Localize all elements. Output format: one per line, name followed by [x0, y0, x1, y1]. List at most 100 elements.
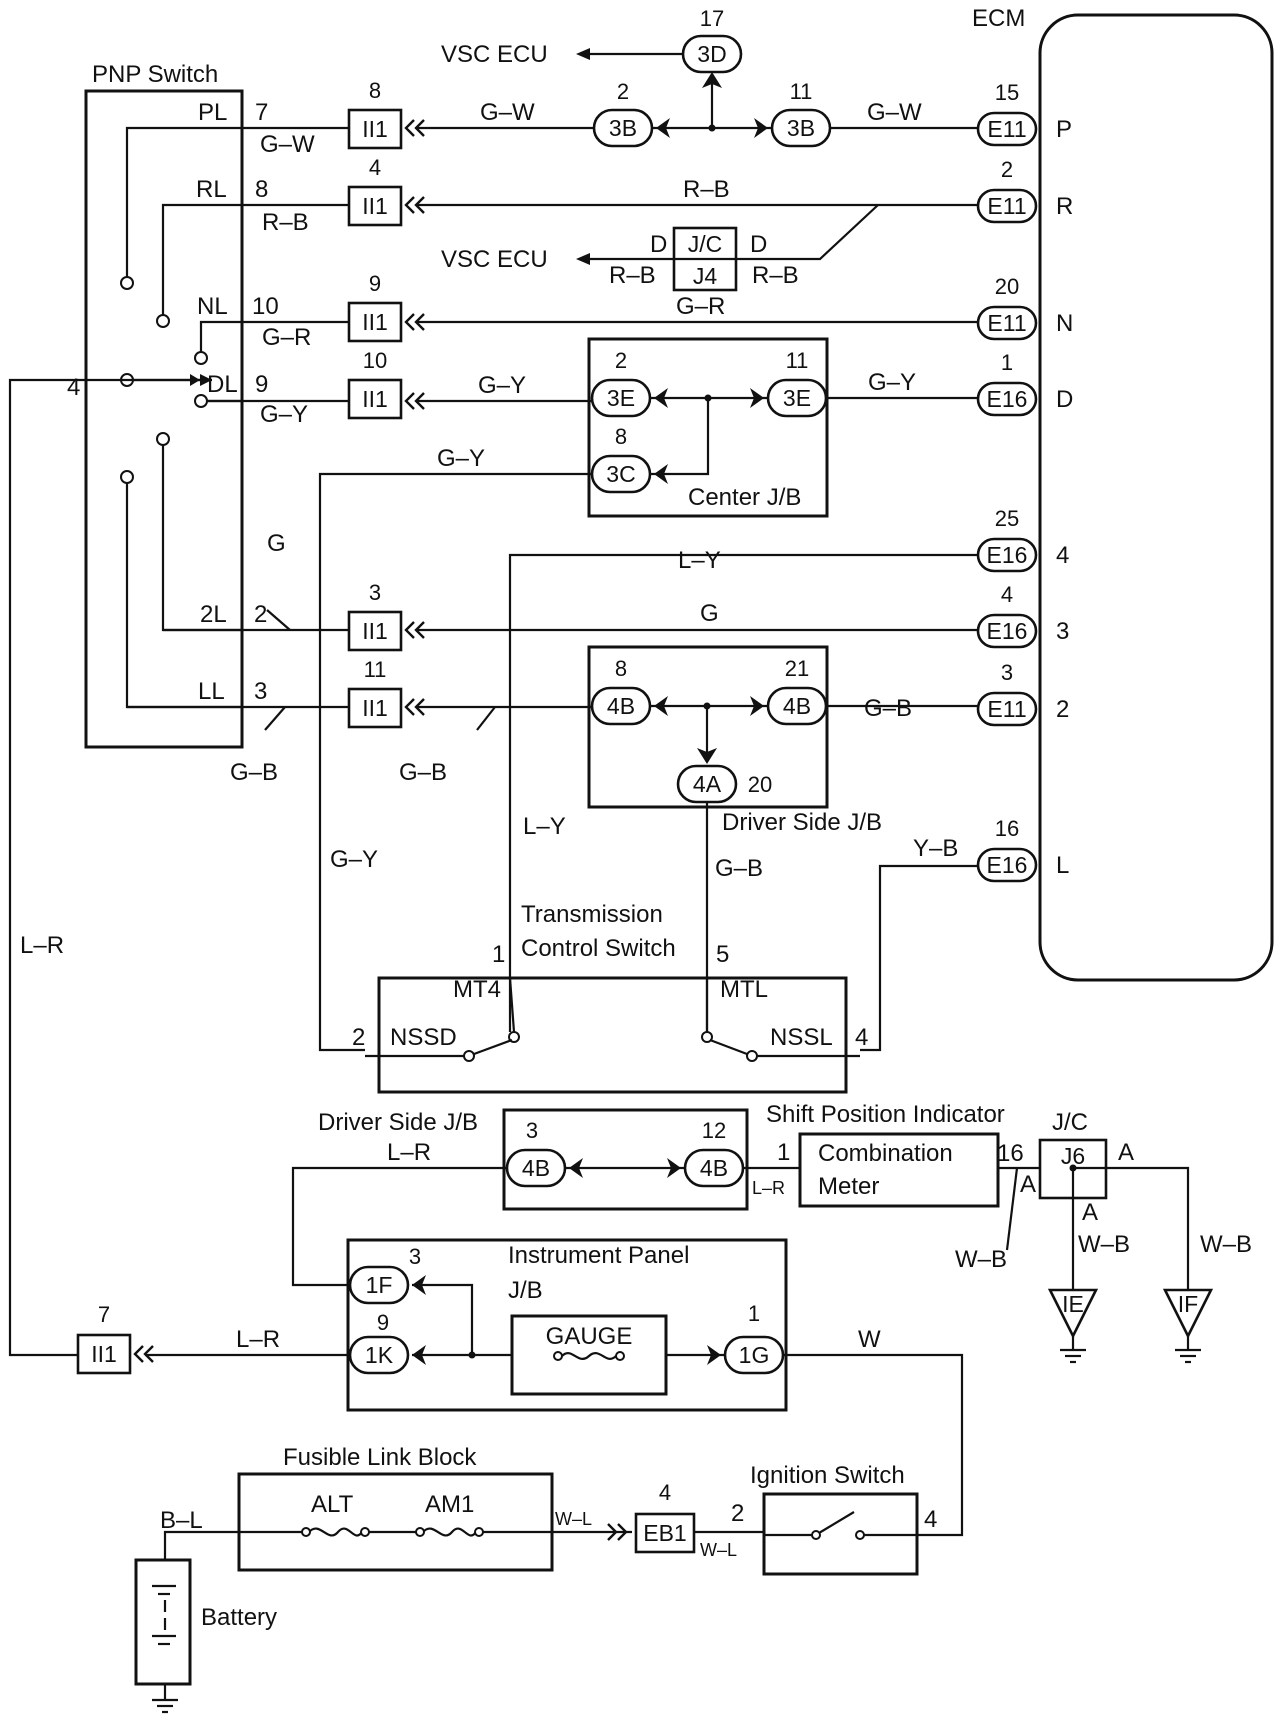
- svg-text:II1: II1: [362, 193, 388, 219]
- ground-if: IF: [1162, 1288, 1214, 1364]
- svg-text:10: 10: [363, 348, 387, 373]
- svg-text:E16: E16: [987, 852, 1028, 878]
- connector-j6: J6 A A A: [1020, 1138, 1134, 1226]
- svg-text:L–R: L–R: [752, 1178, 785, 1198]
- svg-text:G–R: G–R: [676, 293, 725, 320]
- svg-text:W–B: W–B: [1078, 1231, 1130, 1258]
- svg-text:2: 2: [352, 1024, 365, 1051]
- svg-text:11: 11: [786, 348, 809, 373]
- ii1-connector-4: II1 4: [347, 155, 403, 227]
- svg-text:3C: 3C: [606, 461, 635, 487]
- svg-text:R–B: R–B: [752, 262, 799, 289]
- svg-text:A: A: [1020, 1171, 1036, 1198]
- svg-text:Instrument Panel: Instrument Panel: [508, 1242, 689, 1269]
- svg-text:11: 11: [790, 79, 813, 104]
- svg-text:4: 4: [369, 155, 381, 180]
- svg-text:NSSL: NSSL: [770, 1024, 833, 1051]
- driver-side-jb-label-lower: Driver Side J/B: [318, 1109, 478, 1136]
- svg-text:15: 15: [995, 80, 1019, 105]
- svg-text:II1: II1: [362, 386, 388, 412]
- ecm-terminal-n: E11 20 N: [976, 274, 1073, 341]
- svg-text:W: W: [858, 1326, 881, 1353]
- ignition-switch: [762, 1492, 919, 1576]
- svg-text:4: 4: [1056, 542, 1069, 569]
- connector-3d: 3D 17: [681, 6, 743, 74]
- ii1-connector-7: II1 7: [76, 1302, 132, 1375]
- svg-text:12: 12: [702, 1118, 726, 1143]
- svg-text:J/C: J/C: [688, 231, 723, 257]
- svg-text:II1: II1: [362, 309, 388, 335]
- svg-text:E16: E16: [987, 542, 1028, 568]
- svg-text:4: 4: [855, 1024, 868, 1051]
- pnp-switch: PNP Switch PL RL NL DL 2L LL: [84, 61, 244, 749]
- ecm-terminal-4: E16 25 4: [976, 506, 1069, 573]
- svg-text:2L: 2L: [200, 601, 227, 628]
- pnp-switch-label: PNP Switch: [92, 61, 218, 88]
- svg-text:R–B: R–B: [262, 209, 309, 236]
- svg-text:5: 5: [716, 941, 729, 968]
- svg-text:Meter: Meter: [818, 1173, 879, 1200]
- svg-text:E16: E16: [987, 618, 1028, 644]
- svg-text:4: 4: [659, 1480, 671, 1505]
- svg-text:G–B: G–B: [715, 855, 763, 882]
- svg-text:L–R: L–R: [236, 1326, 280, 1353]
- svg-text:9: 9: [369, 271, 381, 296]
- jc-label: J/C: [1052, 1109, 1088, 1136]
- svg-text:1F: 1F: [366, 1272, 393, 1298]
- svg-text:G–B: G–B: [230, 759, 278, 786]
- svg-text:L–Y: L–Y: [523, 813, 566, 840]
- svg-text:4A: 4A: [693, 771, 722, 797]
- svg-text:W–B: W–B: [1200, 1231, 1252, 1258]
- svg-text:W–L: W–L: [555, 1509, 592, 1529]
- svg-text:D: D: [650, 231, 667, 258]
- svg-text:J/B: J/B: [508, 1277, 543, 1304]
- svg-text:9: 9: [255, 371, 268, 398]
- svg-text:20: 20: [748, 772, 772, 797]
- svg-text:NL: NL: [197, 293, 228, 320]
- svg-text:LL: LL: [198, 678, 225, 705]
- svg-text:17: 17: [700, 6, 724, 31]
- svg-text:1G: 1G: [739, 1342, 770, 1368]
- svg-text:4: 4: [1001, 582, 1013, 607]
- svg-text:G–Y: G–Y: [330, 846, 378, 873]
- svg-text:4B: 4B: [783, 693, 811, 719]
- svg-text:1: 1: [777, 1139, 790, 1166]
- svg-text:N: N: [1056, 310, 1073, 337]
- svg-text:8: 8: [255, 176, 268, 203]
- svg-text:D: D: [750, 231, 767, 258]
- vsc-ecu-label-top: VSC ECU: [441, 41, 548, 68]
- svg-text:4: 4: [67, 374, 80, 401]
- svg-text:1: 1: [492, 941, 505, 968]
- ii1-connector-3: II1 3: [347, 580, 403, 652]
- svg-text:25: 25: [995, 506, 1019, 531]
- svg-text:G–R: G–R: [262, 324, 311, 351]
- svg-text:7: 7: [255, 99, 268, 126]
- center-jb-label: Center J/B: [688, 484, 801, 511]
- svg-text:2: 2: [731, 1500, 744, 1527]
- fusible-link-block: ALT AM1: [237, 1472, 554, 1572]
- ecm-terminal-d: E16 1 D: [976, 350, 1073, 417]
- svg-text:IF: IF: [1178, 1291, 1198, 1317]
- ecm-terminal-3: E16 4 3: [976, 582, 1069, 649]
- svg-text:16: 16: [997, 1140, 1024, 1167]
- svg-text:NSSD: NSSD: [390, 1024, 457, 1051]
- svg-text:2: 2: [254, 601, 267, 628]
- ii1-connector-9: II1 9: [347, 271, 403, 343]
- svg-text:3D: 3D: [697, 41, 726, 67]
- center-jb: Center J/B 3E 2 3E 11 3C 8: [587, 337, 829, 518]
- svg-text:G–W: G–W: [260, 131, 315, 158]
- transmission-control-switch: 1 5 MT4 MTL NSSD NSSL: [365, 941, 860, 1094]
- svg-text:3: 3: [1001, 660, 1013, 685]
- svg-text:G: G: [700, 600, 719, 627]
- connector-3b-left: 3B 2: [592, 79, 654, 148]
- svg-text:A: A: [1118, 1139, 1134, 1166]
- svg-text:2: 2: [617, 79, 629, 104]
- svg-text:E11: E11: [987, 696, 1026, 722]
- svg-text:J4: J4: [693, 263, 718, 289]
- svg-text:8: 8: [615, 656, 627, 681]
- svg-text:R: R: [1056, 193, 1073, 220]
- svg-text:8: 8: [369, 78, 381, 103]
- svg-text:3E: 3E: [607, 385, 635, 411]
- svg-text:G–Y: G–Y: [868, 369, 916, 396]
